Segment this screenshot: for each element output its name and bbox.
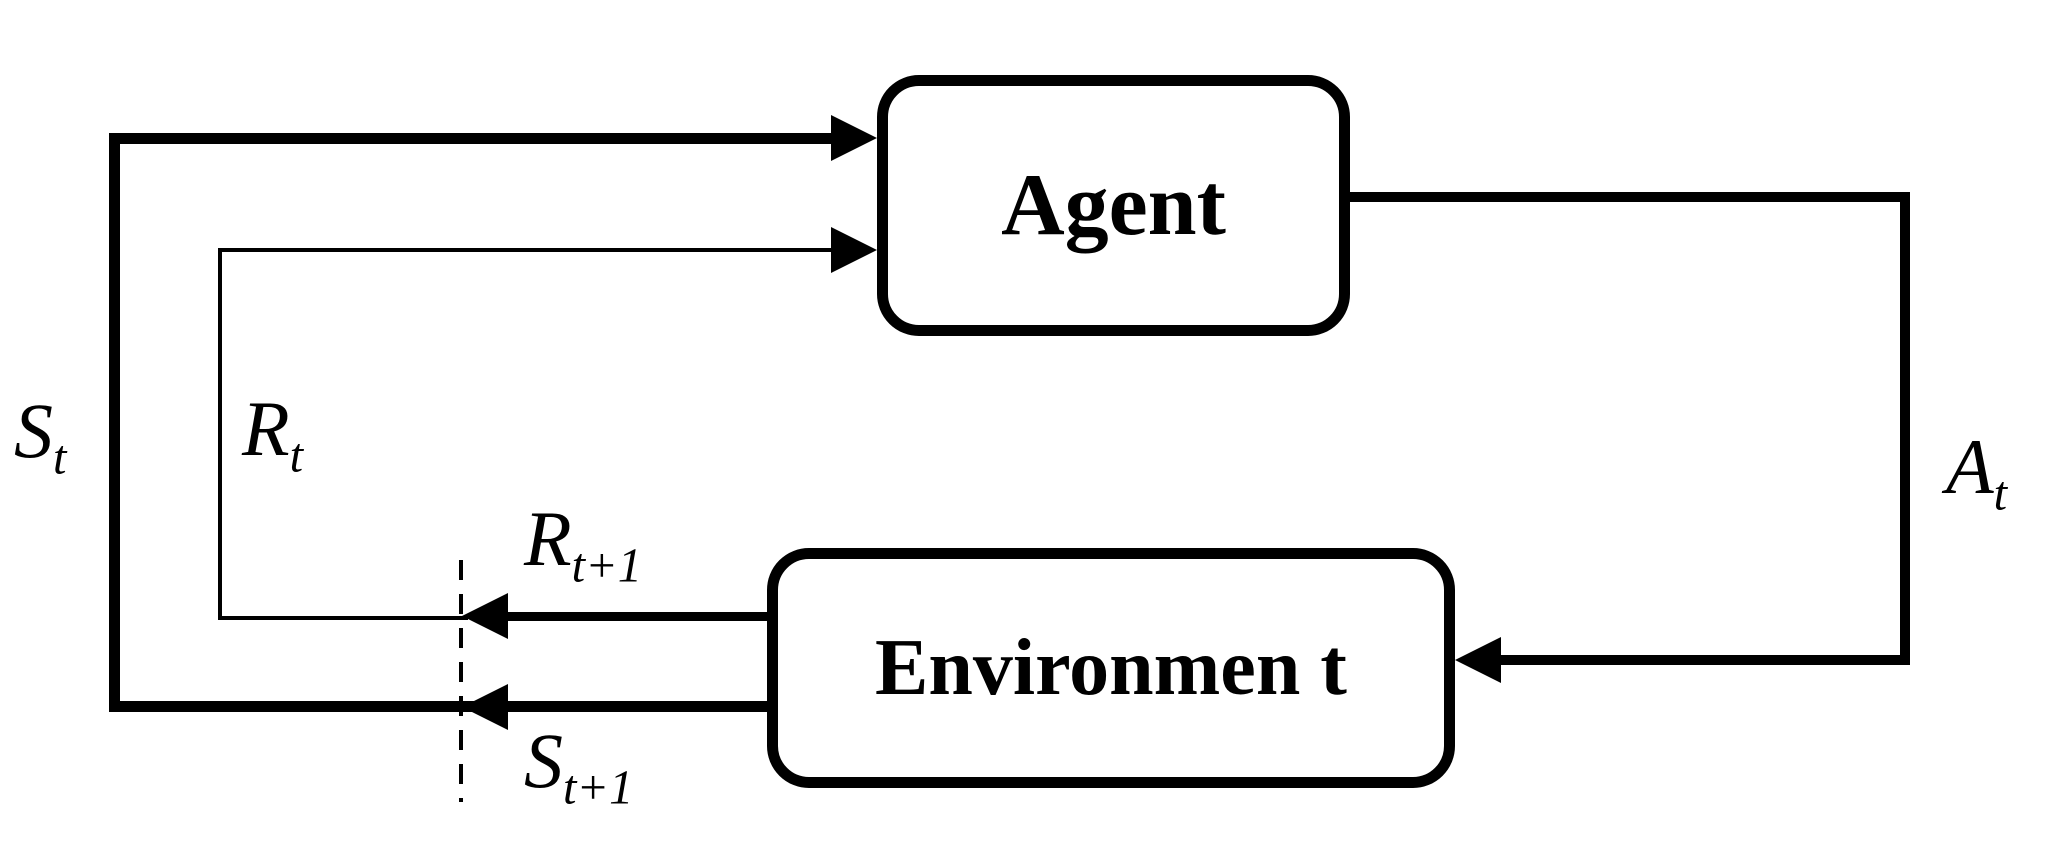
- label-state-next: St+1: [524, 722, 633, 813]
- label-reward-next: Rt+1: [524, 500, 642, 591]
- label-state-next-base: S: [524, 717, 563, 804]
- label-reward-next-base: R: [524, 495, 572, 582]
- label-state-next-sub: t+1: [563, 761, 634, 815]
- state-arrowhead-into-agent: [831, 115, 877, 161]
- label-reward-sub: t: [289, 429, 304, 483]
- agent-label: Agent: [1001, 157, 1226, 254]
- label-reward-next-sub: t+1: [571, 539, 642, 593]
- label-action: At: [1946, 428, 2007, 519]
- action-line-top: [1350, 192, 1910, 202]
- state-line-bottom: [109, 701, 767, 712]
- reward-line-bottom-thick: [500, 612, 767, 621]
- action-line-bottom: [1498, 655, 1910, 665]
- state-line-top: [109, 133, 833, 144]
- label-action-sub: t: [1993, 467, 2008, 521]
- reward-line-bottom-thin: [218, 616, 468, 620]
- state-next-arrowhead-at-boundary: [462, 684, 508, 730]
- label-state-base: S: [14, 387, 53, 474]
- time-boundary-dashed-line: [459, 560, 463, 802]
- reward-line-left-vertical: [218, 248, 222, 620]
- action-line-right-vertical: [1900, 192, 1910, 665]
- label-state: St: [14, 392, 66, 483]
- node-agent: Agent: [877, 75, 1350, 336]
- action-arrowhead-into-environment: [1455, 637, 1501, 683]
- node-environment: Environmen t: [767, 548, 1455, 788]
- reward-line-top-thin: [218, 248, 838, 252]
- reward-arrowhead-into-agent: [831, 227, 877, 273]
- reward-next-arrowhead-at-boundary: [462, 593, 508, 639]
- label-state-sub: t: [53, 431, 67, 485]
- label-reward-base: R: [242, 385, 290, 472]
- state-line-left-vertical: [109, 133, 120, 712]
- label-action-base: A: [1946, 423, 1994, 510]
- environment-label: Environmen t: [875, 623, 1347, 712]
- label-reward: Rt: [242, 390, 303, 481]
